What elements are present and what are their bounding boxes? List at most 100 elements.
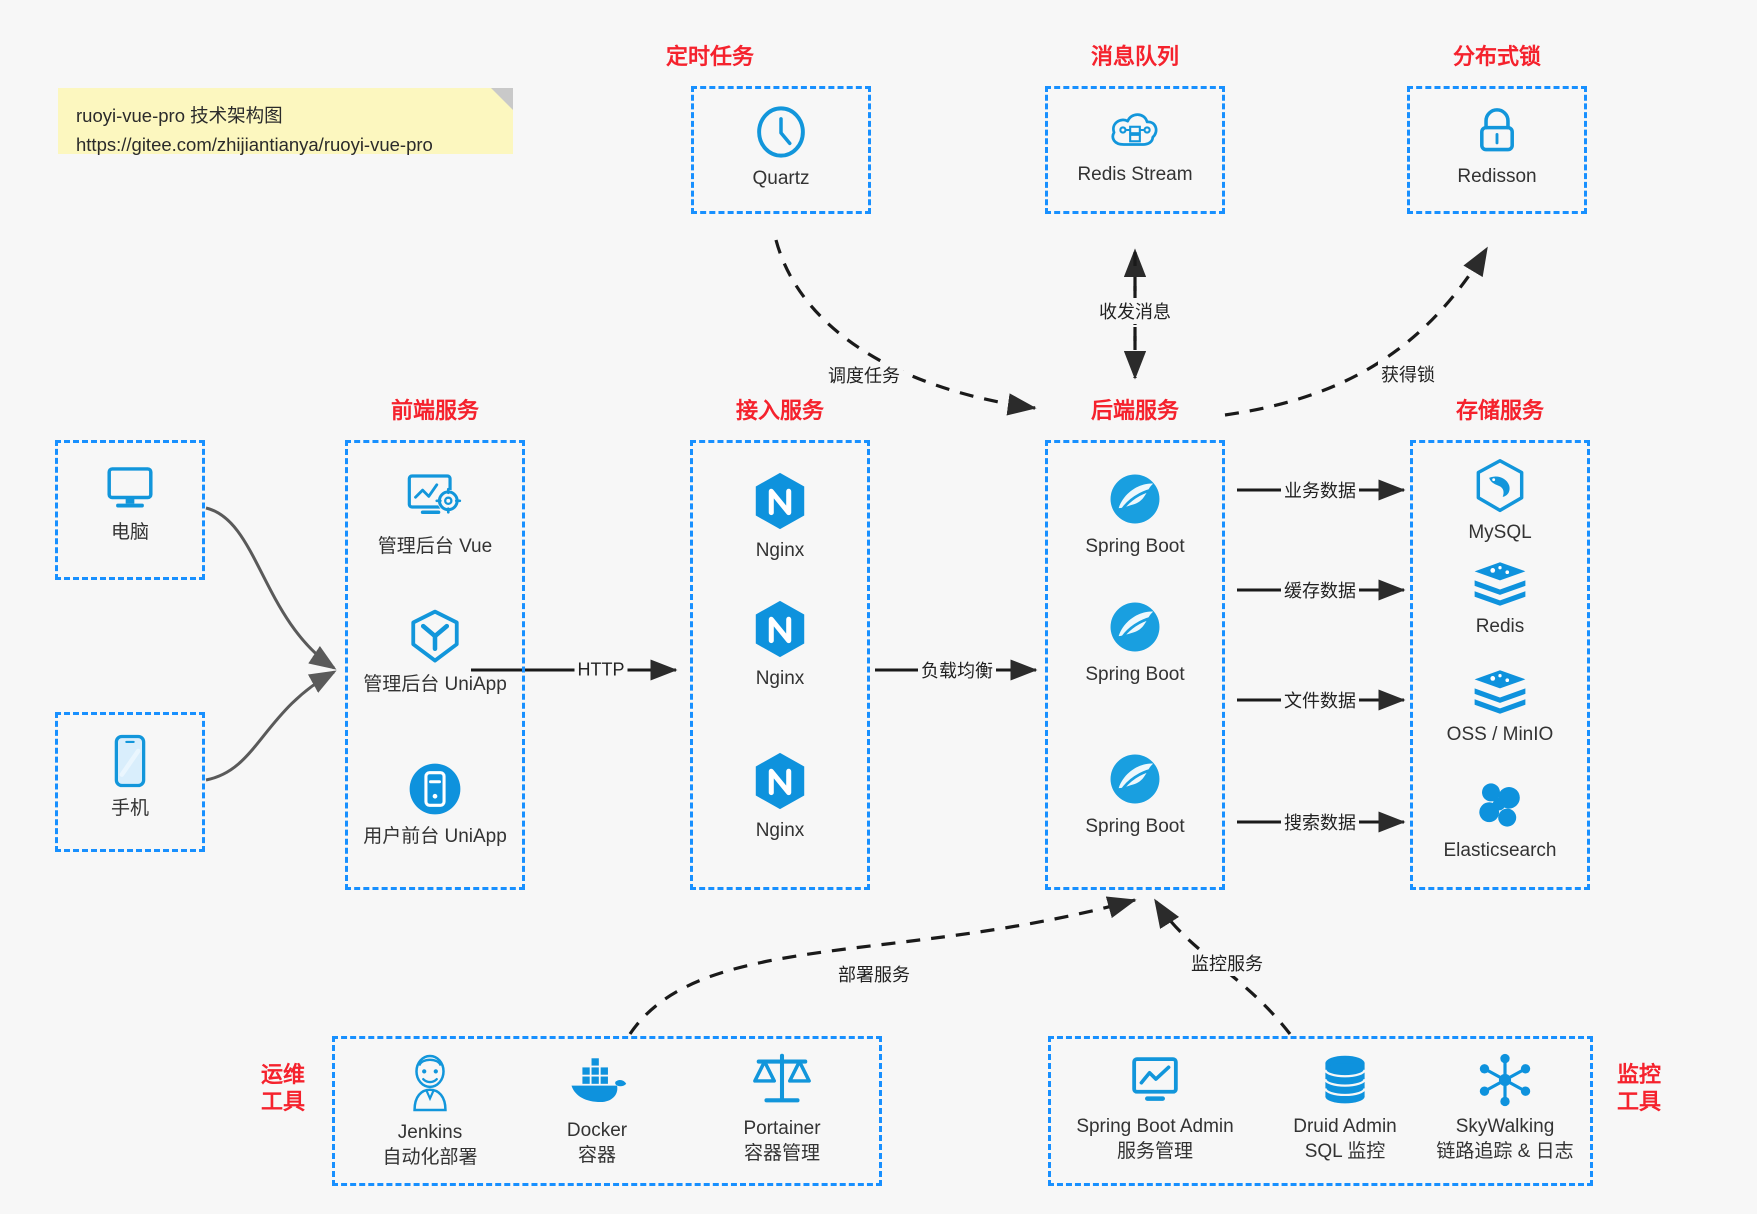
node-label: Spring Boot — [1085, 816, 1185, 837]
redis-stack-icon — [1471, 668, 1529, 716]
padlock-icon — [1471, 104, 1523, 158]
node-docker[interactable]: Docker 容器 — [512, 1052, 682, 1168]
node-jenkins[interactable]: Jenkins 自动化部署 — [345, 1052, 515, 1170]
group-box-scheduler — [691, 86, 871, 214]
edge-label-search-data: 搜索数据 — [1281, 809, 1359, 835]
node-label: Elasticsearch — [1443, 840, 1557, 861]
node-label: OSS / MinIO — [1446, 724, 1554, 745]
database-cylinder-icon — [1317, 1052, 1373, 1108]
edge-label-schedule-task: 调度任务 — [825, 362, 903, 388]
app-circle-icon — [406, 760, 464, 818]
group-box-mobile-client — [55, 712, 205, 852]
group-title-lock: 分布式锁 — [1452, 44, 1541, 69]
node-sublabel: 容器管理 — [743, 1142, 820, 1164]
node-label: Redisson — [1457, 166, 1537, 187]
edge-backend-to-lock — [1224, 246, 1489, 417]
node-admin-vue[interactable]: 管理后台 Vue — [335, 470, 535, 560]
node-label: SkyWalking — [1455, 1116, 1555, 1137]
note-line-url: https://gitee.com/zhijiantianya/ruoyi-vu… — [76, 133, 433, 155]
node-label: Nginx — [755, 668, 805, 689]
edge-label-file-data: 文件数据 — [1281, 687, 1359, 713]
spring-boot-icon — [1106, 750, 1164, 808]
node-admin-uniapp[interactable]: 管理后台 UniApp — [335, 608, 535, 698]
group-box-frontend — [345, 440, 525, 890]
node-user-uniapp[interactable]: 用户前台 UniApp — [335, 760, 535, 850]
edge-label-load-balance: 负载均衡 — [918, 657, 996, 683]
group-title-backend: 后端服务 — [1090, 398, 1179, 423]
node-skywalking[interactable]: SkyWalking 链路追踪 & 日志 — [1410, 1052, 1600, 1164]
edge-quartz-to-backend — [774, 239, 1037, 416]
network-nodes-icon — [1476, 1052, 1534, 1108]
node-quartz[interactable]: Quartz — [691, 104, 871, 192]
node-spring-boot-admin[interactable]: Spring Boot Admin 服务管理 — [1060, 1052, 1250, 1164]
edge-mobile-to-frontend — [205, 670, 337, 782]
node-mobile[interactable]: 手机 — [55, 732, 205, 822]
node-label: Portainer — [743, 1118, 821, 1139]
monitor-chart-icon — [1126, 1052, 1184, 1108]
edge-label-http: HTTP — [574, 659, 628, 681]
nginx-icon — [751, 598, 809, 660]
note-fold-corner — [491, 88, 513, 110]
group-title-devops: 运维 工具 — [260, 1062, 305, 1114]
node-label: Nginx — [755, 820, 805, 841]
group-title-mq: 消息队列 — [1090, 44, 1179, 69]
group-title-frontend: 前端服务 — [390, 398, 479, 423]
node-redisson[interactable]: Redisson — [1407, 104, 1587, 190]
dashboard-gear-icon — [404, 470, 466, 528]
scales-balance-icon — [751, 1048, 813, 1110]
jenkins-butler-icon — [402, 1052, 458, 1114]
node-label: Redis Stream — [1077, 164, 1193, 185]
group-box-backend — [1045, 440, 1225, 890]
spring-boot-icon — [1106, 598, 1164, 656]
node-elasticsearch[interactable]: Elasticsearch — [1400, 778, 1600, 864]
group-title-gateway: 接入服务 — [735, 398, 824, 423]
node-label: Spring Boot — [1085, 536, 1185, 557]
edge-label-send-receive-msg: 收发消息 — [1096, 298, 1174, 324]
node-oss-minio[interactable]: OSS / MinIO — [1400, 668, 1600, 748]
group-box-devops — [332, 1036, 882, 1186]
nginx-icon — [751, 470, 809, 532]
node-label: Docker — [566, 1120, 628, 1141]
mysql-dolphin-icon — [1473, 458, 1527, 514]
group-box-gateway — [690, 440, 870, 890]
node-redis[interactable]: Redis — [1400, 560, 1600, 640]
docker-whale-icon — [566, 1052, 628, 1112]
node-spring-boot-3[interactable]: Spring Boot — [1045, 750, 1225, 840]
node-portainer[interactable]: Portainer 容器管理 — [697, 1048, 867, 1166]
node-nginx-1[interactable]: Nginx — [690, 470, 870, 564]
elasticsearch-icon — [1473, 778, 1527, 832]
group-box-storage — [1410, 440, 1590, 890]
node-spring-boot-2[interactable]: Spring Boot — [1045, 598, 1225, 688]
group-box-monitor — [1048, 1036, 1593, 1186]
node-label: 用户前台 UniApp — [363, 826, 507, 847]
node-sublabel: 自动化部署 — [382, 1146, 478, 1168]
node-nginx-2[interactable]: Nginx — [690, 598, 870, 692]
node-druid-admin[interactable]: Druid Admin SQL 监控 — [1260, 1052, 1430, 1164]
node-nginx-3[interactable]: Nginx — [690, 750, 870, 844]
group-title-scheduler: 定时任务 — [665, 44, 754, 69]
node-sublabel: 服务管理 — [1116, 1140, 1193, 1162]
node-sublabel: SQL 监控 — [1304, 1140, 1386, 1162]
node-redis-stream[interactable]: Redis Stream — [1045, 104, 1225, 188]
group-title-storage: 存储服务 — [1455, 398, 1544, 423]
node-label: Druid Admin — [1293, 1116, 1397, 1137]
redis-stack-icon — [1471, 560, 1529, 608]
node-sublabel: 链路追踪 & 日志 — [1436, 1140, 1574, 1162]
node-label: Spring Boot — [1085, 664, 1185, 685]
node-desktop[interactable]: 电脑 — [55, 462, 205, 546]
edge-label-deploy-service: 部署服务 — [835, 961, 913, 987]
sticky-note: ruoyi-vue-pro 技术架构图 https://gitee.com/zh… — [58, 88, 513, 155]
node-label: 电脑 — [110, 522, 149, 543]
node-spring-boot-1[interactable]: Spring Boot — [1045, 470, 1225, 560]
node-label: Redis — [1475, 616, 1525, 637]
edge-label-cache-data: 缓存数据 — [1281, 577, 1359, 603]
spring-boot-icon — [1106, 470, 1164, 528]
edge-label-monitor-service: 监控服务 — [1188, 950, 1266, 976]
uniapp-hexagon-icon — [407, 608, 463, 666]
node-label: Quartz — [752, 168, 810, 189]
node-mysql[interactable]: MySQL — [1400, 458, 1600, 546]
cloud-stream-icon — [1106, 104, 1164, 156]
edge-desktop-to-frontend — [205, 506, 337, 670]
node-label: 手机 — [110, 798, 149, 819]
